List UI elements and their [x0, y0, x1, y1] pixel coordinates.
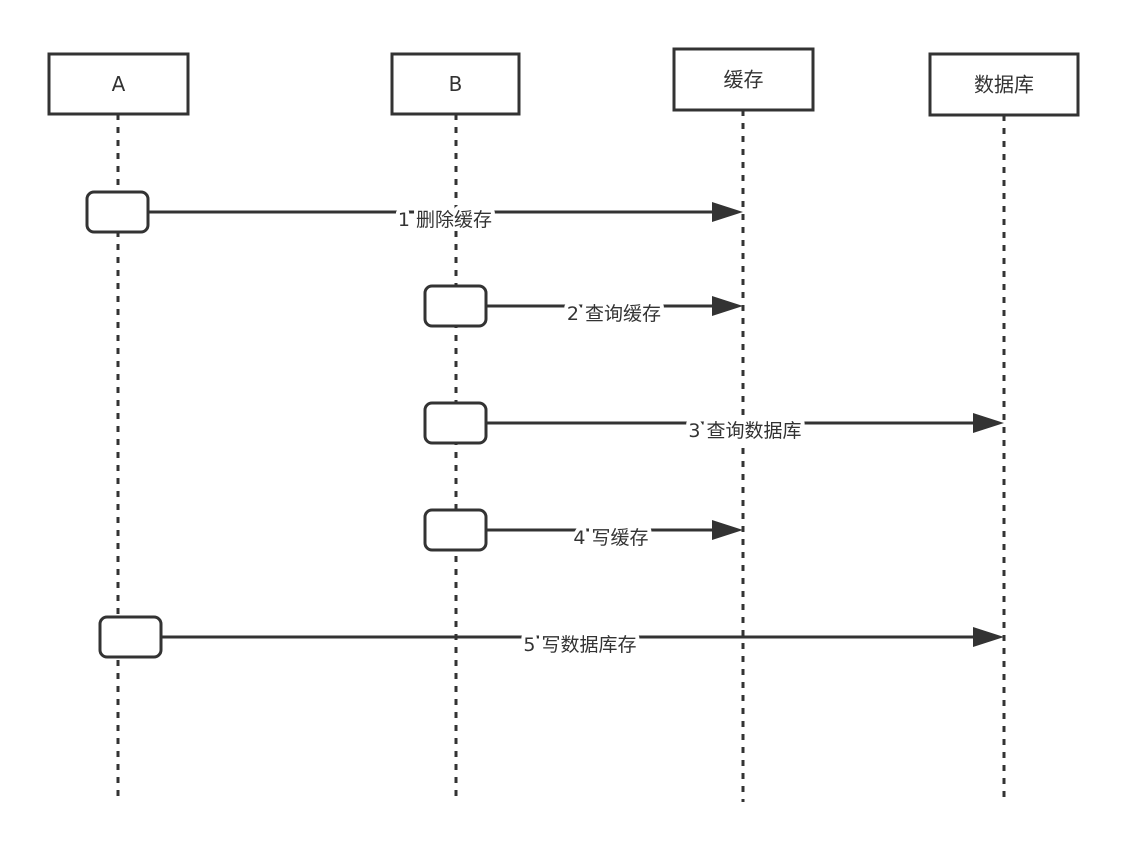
activation-box: [423, 284, 488, 328]
participant-label: A: [112, 72, 126, 96]
participant-label: 数据库: [974, 73, 1034, 97]
participant-label: 缓存: [724, 68, 764, 92]
activation-box: [423, 508, 488, 552]
message-label: 1 删除缓存: [398, 209, 492, 231]
participant-label: B: [449, 72, 463, 96]
participant-cache[interactable]: 缓存: [672, 47, 815, 112]
activation-box: [423, 401, 488, 445]
participant-A[interactable]: A: [47, 52, 190, 116]
message-1[interactable]: 1 删除缓存: [85, 190, 743, 235]
arrowhead-icon: [712, 520, 743, 540]
arrowhead-icon: [973, 627, 1004, 647]
arrowhead-icon: [712, 296, 743, 316]
message-3[interactable]: 3 查询数据库: [423, 401, 1004, 446]
participant-db[interactable]: 数据库: [928, 52, 1080, 117]
message-label: 5 写数据库存: [523, 634, 636, 656]
message-2[interactable]: 2 查询缓存: [423, 284, 743, 329]
message-5[interactable]: 5 写数据库存: [98, 615, 1004, 660]
participant-box: [928, 52, 1080, 117]
message-label: 2 查询缓存: [567, 303, 661, 325]
arrowhead-icon: [973, 413, 1004, 433]
message-label: 4 写缓存: [573, 527, 648, 549]
participant-box: [672, 47, 815, 112]
activation-box: [85, 190, 150, 234]
participant-box: [390, 52, 521, 116]
message-4[interactable]: 4 写缓存: [423, 508, 743, 553]
participant-B[interactable]: B: [390, 52, 521, 116]
activation-box: [98, 615, 163, 659]
arrowhead-icon: [712, 202, 743, 222]
message-label: 3 查询数据库: [688, 420, 801, 442]
participant-box: [47, 52, 190, 116]
